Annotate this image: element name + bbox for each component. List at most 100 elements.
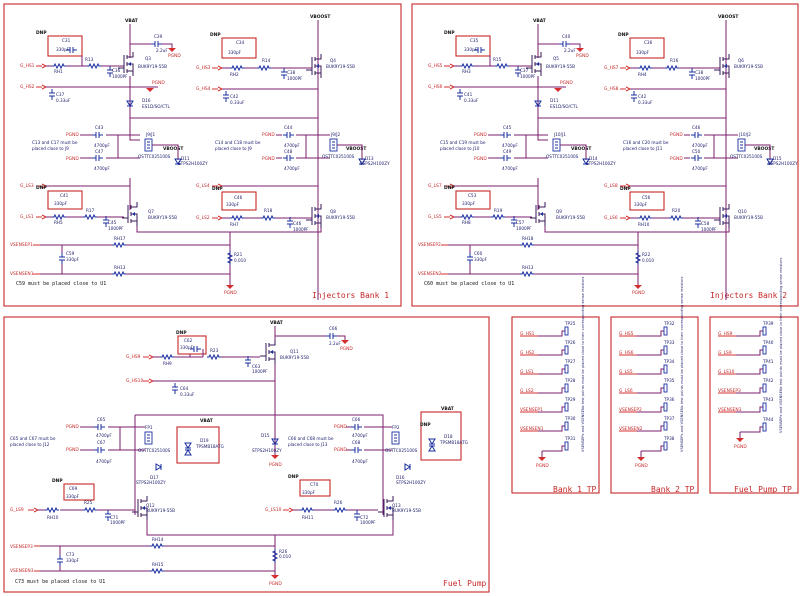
tp-ref-label: TP26: [564, 340, 576, 345]
net-label: G_HS6: [428, 84, 443, 90]
ref-label: RH5: [54, 220, 63, 225]
net-label: G_LS2: [196, 215, 210, 221]
ref-label: J10/J2: [738, 132, 751, 137]
value-label: 0.010: [234, 258, 246, 263]
dnp-label: DNP: [36, 30, 47, 36]
ref-label: J9/J1: [145, 132, 156, 137]
ref-label: C37: [520, 68, 529, 73]
tp-note: VSENSEPx and VSENSENx test points must b…: [779, 258, 783, 433]
ref-label: C70: [310, 482, 319, 487]
tp-net-label: VSENSEP2: [619, 407, 642, 413]
ref-label: C59: [66, 251, 75, 256]
tp-ref-label: TP41: [762, 359, 774, 364]
value-label: 0.33uF: [638, 100, 653, 105]
net-label: VSENSEP1: [10, 242, 33, 248]
ref-label: C72: [360, 515, 369, 520]
tp-ref-label: TP28: [564, 378, 576, 383]
ref-label: C41: [464, 92, 473, 97]
net-label: G_LS1: [20, 214, 34, 220]
tp-net-label: VSENSEN3: [718, 407, 742, 413]
part-label: BUK9Y19-55B: [556, 215, 585, 220]
value-label: 2.2uF: [329, 341, 341, 346]
ref-label: D13: [365, 156, 374, 161]
tp-ref-label: TP37: [663, 416, 675, 421]
tp-ref-label: TP36: [663, 397, 675, 402]
ref-label: FP1: [145, 425, 153, 430]
value-label: 330pF: [66, 558, 80, 563]
note-text: placed close to J10: [440, 146, 480, 151]
net-label: PGND: [576, 53, 589, 59]
net-label: G_HS1: [20, 63, 35, 69]
part-label: BUK9Y19-55B: [148, 215, 177, 220]
ref-label: D15: [261, 433, 270, 438]
net-label: PGND: [334, 424, 347, 430]
tp-net-label: G_HS5: [619, 331, 634, 337]
ref-label: J9/J2: [330, 132, 341, 137]
tp-ref-label: TP34: [663, 359, 675, 364]
value-label: 330pF: [56, 47, 70, 52]
ref-label: RH15: [152, 562, 164, 567]
part-label: TPSMB18ATG: [439, 440, 468, 445]
ref-label: C46: [692, 125, 701, 130]
part-label: BUK9Y19-55B: [326, 64, 355, 69]
ref-label: C36: [112, 68, 121, 73]
tp-net-label: VSENSEN2: [619, 426, 643, 432]
value-label: 0.33uF: [230, 100, 245, 105]
net-label: PGND: [66, 424, 79, 430]
net-label: VSENSEN2: [418, 271, 442, 277]
ref-label: RH13: [522, 265, 534, 270]
ref-label: C42: [230, 94, 239, 99]
ref-label: C44: [284, 125, 293, 130]
ref-label: C66: [352, 417, 361, 422]
net-label: PGND: [536, 463, 549, 469]
net-label: PGND: [269, 581, 282, 587]
net-label: PGND: [66, 132, 79, 138]
value-label: 330pF: [302, 490, 316, 495]
dnp-label: DNP: [212, 186, 223, 192]
net-label: G_HS8: [604, 86, 619, 92]
ref-label: C56: [642, 195, 651, 200]
part-label: BUK9Y19-55B: [546, 64, 575, 69]
panel-title: Fuel Pump TP: [734, 485, 792, 494]
ref-label: C40: [562, 34, 571, 39]
ref-label: RH2: [230, 72, 239, 77]
ref-label: Q5: [553, 56, 559, 61]
ref-label: R18: [264, 208, 273, 213]
ref-label: RH7: [230, 222, 239, 227]
tp-ref-label: TP30: [564, 416, 576, 421]
tp-ref-label: TP38: [663, 436, 675, 441]
value-label: 1000PF: [252, 369, 268, 374]
panel-injectors-bank-2: Injectors Bank 2: [411, 3, 799, 307]
part-label: BUK9Y19-55B: [326, 215, 355, 220]
tp-ref-label: TP32: [663, 321, 675, 326]
net-label: VSENSEP2: [418, 242, 441, 248]
ref-label: R17: [86, 208, 95, 213]
note-text: placed close to J9: [32, 146, 69, 151]
ref-label: C38: [287, 70, 296, 75]
value-label: 330pF: [634, 202, 648, 207]
ref-label: Q6: [738, 58, 744, 63]
ref-label: RH11: [302, 515, 314, 520]
tp-net-label: VSENSEP1: [520, 407, 543, 413]
ref-label: R26: [334, 500, 343, 505]
net-label: PGND: [734, 444, 747, 450]
part-label: OSTTC025100S: [138, 154, 171, 159]
ref-label: C58: [701, 221, 710, 226]
part-label: BUK9Y19-55B: [734, 64, 763, 69]
ref-label: C39: [154, 34, 163, 39]
value-label: 1000PF: [112, 74, 128, 79]
ref-label: FP2: [392, 425, 400, 430]
value-label: 330pF: [474, 257, 488, 262]
net-label: G_LS9: [10, 507, 24, 513]
dnp-label: DNP: [420, 422, 431, 428]
net-label: PGND: [632, 290, 645, 296]
ref-label: D15: [773, 156, 782, 161]
ref-label: R15: [493, 57, 502, 62]
net-label: VBAT: [125, 18, 138, 24]
ref-label: D16: [396, 475, 405, 480]
value-label: 4700pF: [352, 459, 368, 464]
ref-label: D14: [589, 156, 598, 161]
ref-label: D11: [550, 98, 559, 103]
value-label: 1000PF: [520, 74, 536, 79]
net-label: G_LS10: [265, 507, 282, 513]
